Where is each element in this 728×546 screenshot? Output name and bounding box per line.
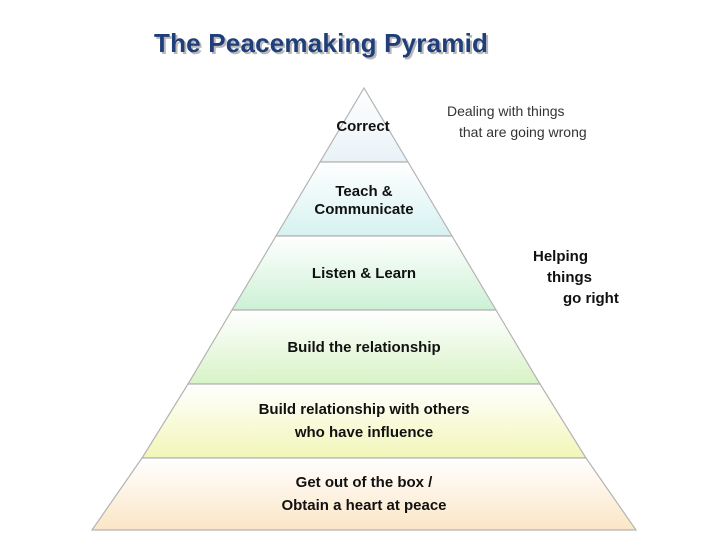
layer-label-correct: Correct [336, 118, 389, 135]
annotation-going-wrong-line-2: that are going wrong [459, 124, 587, 140]
layer-label-influence: who have influence [294, 424, 433, 441]
page-title: The Peacemaking Pyramid [154, 28, 489, 58]
annotation-go-right-line-3: go right [563, 290, 619, 307]
pyramid-layer-get-out-of-box [90, 457, 638, 531]
annotation-go-right: Helping things go right [533, 246, 619, 309]
annotation-go-right-line-1: Helping [533, 248, 588, 265]
layer-label-get-out-box: Get out of the box / [296, 474, 433, 491]
annotation-go-right-line-2: things [547, 269, 592, 286]
layer-label-communicate: Communicate [314, 201, 413, 218]
layer-label-build-others: Build relationship with others [259, 401, 470, 418]
annotation-going-wrong: Dealing with things that are going wrong [447, 101, 587, 143]
layer-label-heart-peace: Obtain a heart at peace [281, 497, 446, 514]
layer-label-teach: Teach & [335, 183, 392, 200]
annotation-going-wrong-line-1: Dealing with things [447, 103, 565, 119]
layer-label-listen-learn: Listen & Learn [312, 265, 416, 282]
pyramid-layer-build-relationship-others [140, 383, 588, 459]
layer-label-build-relationship: Build the relationship [287, 339, 440, 356]
